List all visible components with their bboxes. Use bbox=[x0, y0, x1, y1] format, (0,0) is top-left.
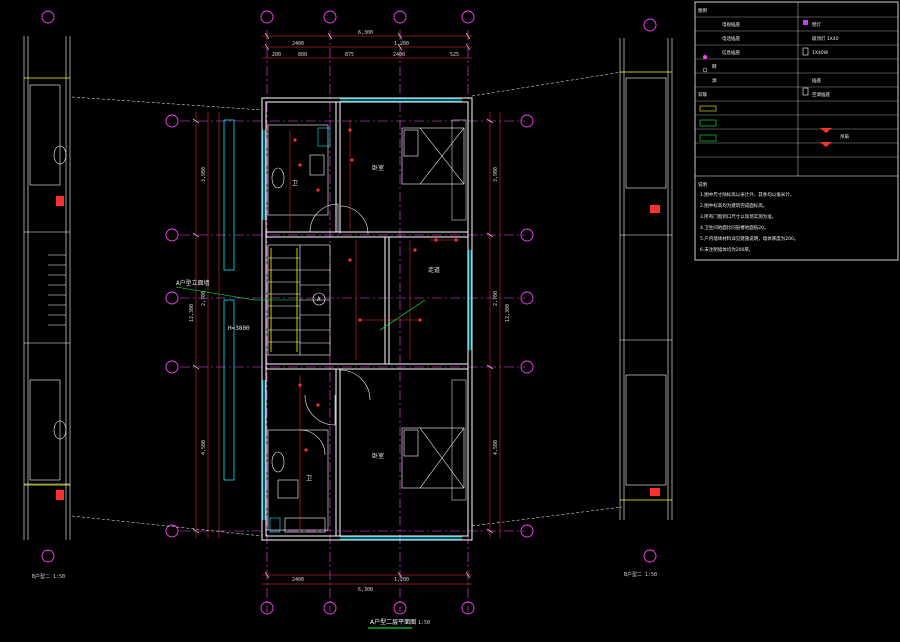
dim-bottom-seg-2: 1,200 bbox=[394, 577, 409, 583]
left-strip-yellow bbox=[24, 77, 70, 486]
dim-bottom-seg-1: 2400 bbox=[292, 577, 304, 583]
dimension-ticks bbox=[192, 32, 494, 579]
legend-item-left-5: 源 bbox=[712, 77, 717, 84]
note-1: 1.图中尺寸除标高以米计外，其余均以毫米计。 bbox=[700, 191, 794, 198]
left-caption: B户型二 1:50 bbox=[32, 573, 65, 580]
balcony-lines bbox=[71, 71, 623, 537]
dim-right-total: 12,300 bbox=[505, 304, 511, 322]
legend-item-left-4: 网 bbox=[712, 64, 717, 70]
dim-right-seg-2: 2,700 bbox=[493, 291, 499, 306]
dim-top-small-1: 200 bbox=[272, 52, 281, 58]
dim-left-total: 12,300 bbox=[189, 304, 195, 322]
note-2: 2.图中标高均为建筑完成面标高。 bbox=[700, 202, 767, 209]
dim-top-seg-2: 1,200 bbox=[394, 41, 409, 47]
drawing-scale: 1:50 bbox=[418, 620, 430, 626]
walls bbox=[261, 97, 473, 541]
dim-top-seg-1: 2400 bbox=[292, 41, 304, 47]
electrical-points bbox=[293, 128, 458, 452]
room-bath-bottom: 卫 bbox=[306, 475, 312, 482]
legend-item-right-3: 1X40W bbox=[812, 50, 829, 56]
legend-title: 图例 bbox=[698, 7, 707, 14]
note-left: A户型立面墙 bbox=[176, 279, 210, 287]
bathroom-bottom bbox=[267, 429, 329, 533]
note-4: 4.卫生间地面比同层楼地面低20。 bbox=[700, 224, 769, 231]
note-left-2: H=3800 bbox=[228, 325, 250, 332]
right-strip-red bbox=[650, 205, 660, 496]
right-caption: B户型二 1:50 bbox=[624, 571, 657, 578]
green-leaders bbox=[175, 286, 426, 331]
left-strip-red bbox=[56, 196, 64, 500]
legend-item-left-6: 双联 bbox=[698, 91, 707, 98]
room-bath-top: 卫 bbox=[292, 180, 298, 187]
dim-left-seg-3: 4,500 bbox=[201, 440, 207, 455]
wardrobes bbox=[451, 119, 467, 501]
left-strip-stairs bbox=[48, 254, 66, 326]
legend-item-right-2: 吸顶灯 1X40 bbox=[812, 35, 839, 42]
right-strip-yellow bbox=[620, 71, 672, 501]
legend-item-right-1: 壁灯 bbox=[812, 21, 821, 28]
dim-top-small-4: 2400 bbox=[393, 52, 405, 58]
room-bedroom-bottom: 卧室 bbox=[372, 452, 384, 460]
stair-label: A bbox=[317, 296, 321, 303]
dim-right-seg-3: 4,500 bbox=[493, 440, 499, 455]
room-hall: 走道 bbox=[428, 266, 440, 274]
dim-top-small-5: 525 bbox=[450, 52, 459, 58]
doors bbox=[299, 203, 371, 456]
dimension-lines bbox=[195, 35, 501, 585]
legend-item-left-2: 电话插座 bbox=[722, 35, 740, 42]
dim-left-seg-1: 3,900 bbox=[201, 167, 207, 182]
dim-left-seg-2: 2,700 bbox=[201, 291, 207, 306]
legend-box bbox=[694, 1, 899, 261]
axis-grid bbox=[180, 30, 525, 612]
left-strip bbox=[23, 36, 71, 540]
legend-item-right-4: 插座 bbox=[812, 77, 821, 84]
wiring bbox=[289, 120, 460, 530]
bed-bottom bbox=[401, 427, 465, 489]
note-3: 3.所有门窗洞口尺寸以现场实测为准。 bbox=[700, 213, 776, 220]
axis-bubbles bbox=[41, 10, 657, 615]
note-5: 5.户内墙体材料详见建施说明，墙体厚度为200。 bbox=[700, 235, 798, 242]
dim-top-small-2: 800 bbox=[298, 52, 307, 58]
dim-bottom-total: 6,300 bbox=[358, 587, 373, 593]
legend-item-left-1: 电视插座 bbox=[722, 21, 740, 28]
bed-top bbox=[401, 127, 465, 185]
dim-top-small-3: 875 bbox=[345, 52, 354, 58]
dim-right-seg-1: 3,900 bbox=[493, 167, 499, 182]
bathroom-top bbox=[267, 124, 331, 216]
note-6: 6.未注明墙体均为200厚。 bbox=[700, 246, 753, 253]
legend-item-right-6: 吊扇 bbox=[840, 133, 849, 140]
dim-top-total: 6,300 bbox=[358, 30, 373, 36]
right-strip bbox=[619, 38, 673, 520]
legend-item-right-5: 空调插座 bbox=[812, 91, 830, 98]
drawing-title: A户型二层平面图 bbox=[370, 618, 416, 626]
legend-item-left-3: 信息插座 bbox=[722, 49, 740, 56]
room-bedroom-top: 卧室 bbox=[372, 164, 384, 172]
notes-title: 说明 bbox=[698, 181, 707, 188]
windows bbox=[223, 98, 472, 540]
